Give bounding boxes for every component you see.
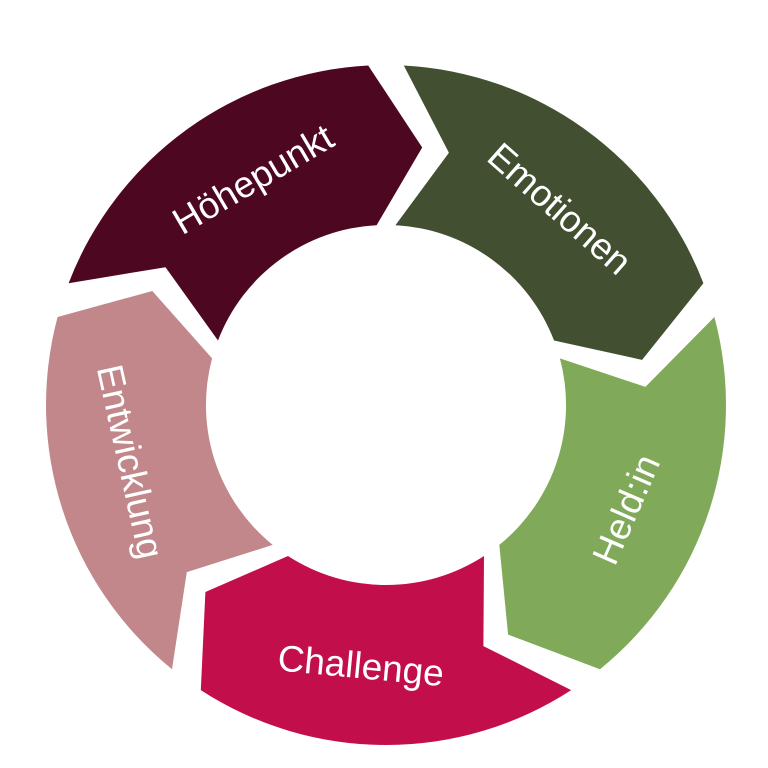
segment-emotionen-shape xyxy=(395,65,704,360)
segment-challenge-shape xyxy=(200,556,572,745)
segment-emotionen: Emotionen xyxy=(395,65,704,360)
segment-challenge: Challenge xyxy=(200,556,572,745)
segment-held-in-shape xyxy=(499,317,726,670)
segment-held-in: Held:in xyxy=(499,317,726,670)
segment-entwicklung-shape xyxy=(46,291,273,670)
segment-entwicklung: Entwicklung xyxy=(46,291,273,670)
segment-hoehepunkt: Höhepunkt xyxy=(68,65,423,341)
segment-hoehepunkt-shape xyxy=(68,65,423,341)
